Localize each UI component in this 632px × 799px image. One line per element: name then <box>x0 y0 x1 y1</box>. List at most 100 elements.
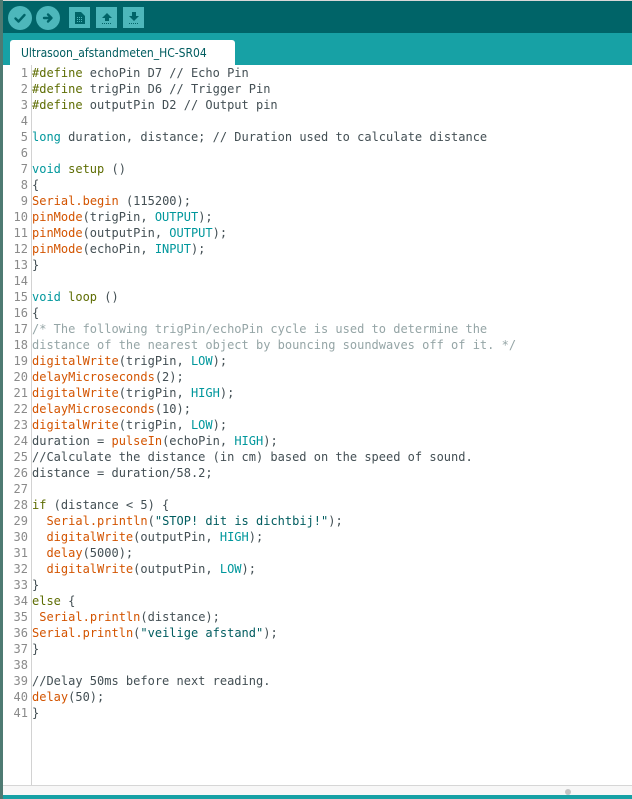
window-edge <box>0 0 3 799</box>
line-text: duration = pulseIn(echoPin, HIGH); <box>32 434 278 448</box>
code-line[interactable]: 31 delay(5000); <box>3 545 516 561</box>
line-text: digitalWrite(outputPin, HIGH); <box>46 530 264 544</box>
checkmark-icon <box>14 13 26 23</box>
line-text: pinMode(outputPin, OUTPUT); <box>32 226 228 240</box>
line-number: 10 <box>13 210 28 224</box>
line-number: 4 <box>20 114 28 128</box>
line-text: } <box>32 642 40 656</box>
code-line[interactable]: 29 Serial.println("STOP! dit is dichtbij… <box>3 513 516 529</box>
line-number: 22 <box>13 402 28 416</box>
line-text: digitalWrite(trigPin, LOW); <box>32 354 228 368</box>
line-number: 7 <box>20 162 28 176</box>
line-text: delay(5000); <box>46 546 134 560</box>
line-text: Serial.begin (115200); <box>32 194 191 208</box>
code-line[interactable]: 24 duration = pulseIn(echoPin, HIGH); <box>3 433 516 449</box>
code-line[interactable]: 39//Delay 50ms before next reading. <box>3 673 516 689</box>
code-line[interactable]: 10 pinMode(trigPin, OUTPUT); <box>3 209 516 225</box>
line-number: 21 <box>13 386 28 400</box>
code-line[interactable]: 17/* The following trigPin/echoPin cycle… <box>3 321 516 337</box>
line-number: 13 <box>13 258 28 272</box>
code-line[interactable]: 33} <box>3 577 516 593</box>
line-number: 20 <box>13 370 28 384</box>
line-number: 24 <box>13 434 28 448</box>
code-line[interactable]: 35 Serial.println(distance); <box>3 609 516 625</box>
line-text: else { <box>32 594 76 608</box>
line-number: 38 <box>13 658 28 672</box>
line-text: //Calculate the distance (in cm) based o… <box>32 450 473 464</box>
line-text: if (distance < 5) { <box>32 498 170 512</box>
scrollbar-thumb[interactable] <box>565 789 571 795</box>
new-file-icon <box>74 11 85 24</box>
code-line[interactable]: 27 <box>3 481 516 497</box>
open-button[interactable] <box>96 7 117 28</box>
code-line[interactable]: 2#define trigPin D6 // Trigger Pin <box>3 81 516 97</box>
code-line[interactable]: 38 <box>3 657 516 673</box>
code-line[interactable]: 3#define outputPin D2 // Output pin <box>3 97 516 113</box>
line-number: 15 <box>13 290 28 304</box>
code-line[interactable]: 36 Serial.println("veilige afstand"); <box>3 625 516 641</box>
code-line[interactable]: 13} <box>3 257 516 273</box>
code-line[interactable]: 25 //Calculate the distance (in cm) based… <box>3 449 516 465</box>
code-line[interactable]: 4 <box>3 113 516 129</box>
line-text: distance = duration/58.2; <box>32 466 213 480</box>
code-line[interactable]: 6 <box>3 145 516 161</box>
save-button[interactable] <box>123 7 144 28</box>
line-number: 9 <box>20 194 28 208</box>
line-number: 33 <box>13 578 28 592</box>
code-line[interactable]: 14 <box>3 273 516 289</box>
line-number: 29 <box>13 514 28 528</box>
line-number: 18 <box>13 338 28 352</box>
code-line[interactable]: 8{ <box>3 177 516 193</box>
new-button[interactable] <box>69 7 90 28</box>
horizontal-scrollbar[interactable] <box>3 785 632 795</box>
verify-button[interactable] <box>8 6 32 30</box>
line-text: distance of the nearest object by bounci… <box>32 338 517 352</box>
console-divider <box>0 795 632 799</box>
line-text: pinMode(trigPin, OUTPUT); <box>32 210 213 224</box>
line-number: 39 <box>13 674 28 688</box>
line-number: 25 <box>13 450 28 464</box>
line-text: { <box>32 178 40 192</box>
line-text <box>28 657 32 673</box>
line-text <box>28 481 32 497</box>
upload-button[interactable] <box>36 6 60 30</box>
tab-bar: Ultrasoon_afstandmeten_HC-SR04 <box>0 33 632 65</box>
code-line[interactable]: 16{ <box>3 305 516 321</box>
line-number: 36 <box>13 626 28 640</box>
code-line[interactable]: 9 Serial.begin (115200); <box>3 193 516 209</box>
line-text: #define trigPin D6 // Trigger Pin <box>32 82 271 96</box>
line-number: 41 <box>13 706 28 720</box>
line-text: Serial.println("veilige afstand"); <box>32 626 278 640</box>
code-line[interactable]: 32 digitalWrite(outputPin, LOW); <box>3 561 516 577</box>
code-line[interactable]: 37} <box>3 641 516 657</box>
line-number: 12 <box>13 242 28 256</box>
code-line[interactable]: 41} <box>3 705 516 721</box>
line-number: 8 <box>20 178 28 192</box>
code-line[interactable]: 18 distance of the nearest object by boun… <box>3 337 517 353</box>
tab-sketch[interactable]: Ultrasoon_afstandmeten_HC-SR04 <box>10 40 235 65</box>
line-text <box>28 145 32 161</box>
code-line[interactable]: 30 digitalWrite(outputPin, HIGH); <box>3 529 516 545</box>
line-number: 17 <box>13 322 28 336</box>
line-number: 30 <box>13 530 28 544</box>
arrow-right-icon <box>42 13 53 23</box>
line-text: Serial.println(distance); <box>39 610 220 624</box>
line-text: } <box>32 706 40 720</box>
code-line[interactable]: 1#define echoPin D7 // Echo Pin <box>3 65 516 81</box>
